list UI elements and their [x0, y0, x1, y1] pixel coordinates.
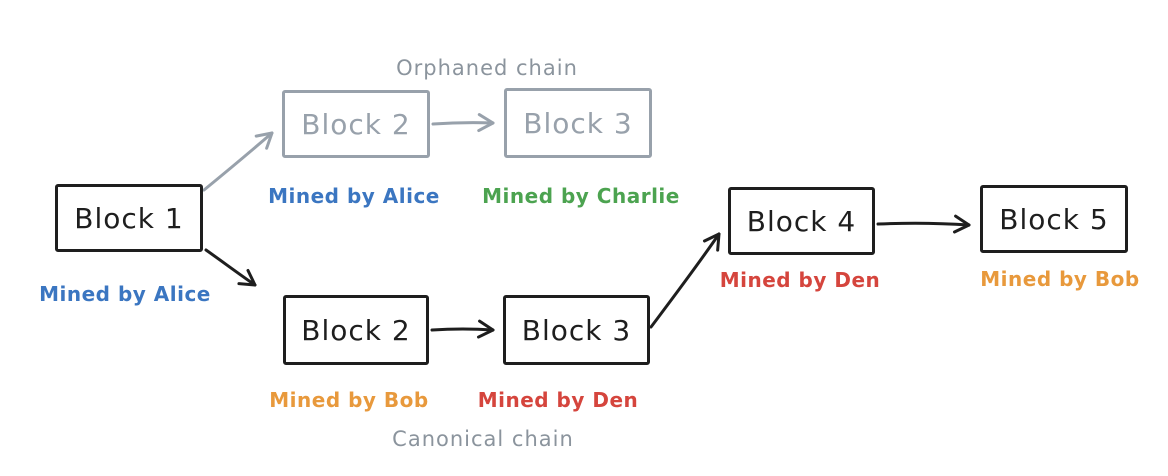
- node-block-4: Block 4: [728, 187, 875, 255]
- node-block-3-orphaned: Block 3: [504, 88, 652, 158]
- edge-block1-to-block2-orphaned: [202, 131, 274, 192]
- node-block-3-canonical-label: Block 3: [521, 313, 632, 347]
- mined-by-label-block-4: Mined by Den: [719, 268, 881, 292]
- canonical-chain-label: Canonical chain: [392, 427, 574, 451]
- node-block-2-canonical: Block 2: [283, 295, 429, 365]
- node-block-2-orphaned-label: Block 2: [301, 107, 411, 141]
- mined-by-label-block-2-canonical: Mined by Bob: [269, 388, 429, 412]
- mined-by-label-block-3-orphaned: Mined by Charlie: [482, 184, 680, 208]
- node-block-3-orphaned-label: Block 3: [523, 106, 633, 140]
- edge-block2-canonical-to-block3-canonical: [430, 319, 495, 339]
- node-block-5: Block 5: [980, 185, 1128, 253]
- node-block-3-canonical: Block 3: [503, 295, 650, 365]
- orphaned-chain-label: Orphaned chain: [396, 56, 578, 80]
- node-block-1: Block 1: [55, 184, 203, 252]
- edge-block2-orphaned-to-block3-orphaned: [431, 113, 495, 133]
- node-block-1-label: Block 1: [74, 201, 184, 235]
- edge-block1-to-block2-canonical: [204, 248, 257, 287]
- mined-by-label-block-1: Mined by Alice: [39, 282, 211, 306]
- edge-block4-to-block5: [876, 214, 971, 234]
- mined-by-label-block-2-orphaned: Mined by Alice: [268, 184, 440, 208]
- node-block-4-label: Block 4: [746, 204, 857, 238]
- mined-by-label-block-5: Mined by Bob: [980, 267, 1140, 291]
- node-block-2-orphaned: Block 2: [282, 90, 430, 158]
- node-block-5-label: Block 5: [999, 202, 1109, 236]
- mined-by-label-block-3-canonical: Mined by Den: [477, 388, 639, 412]
- node-block-2-canonical-label: Block 2: [301, 313, 411, 347]
